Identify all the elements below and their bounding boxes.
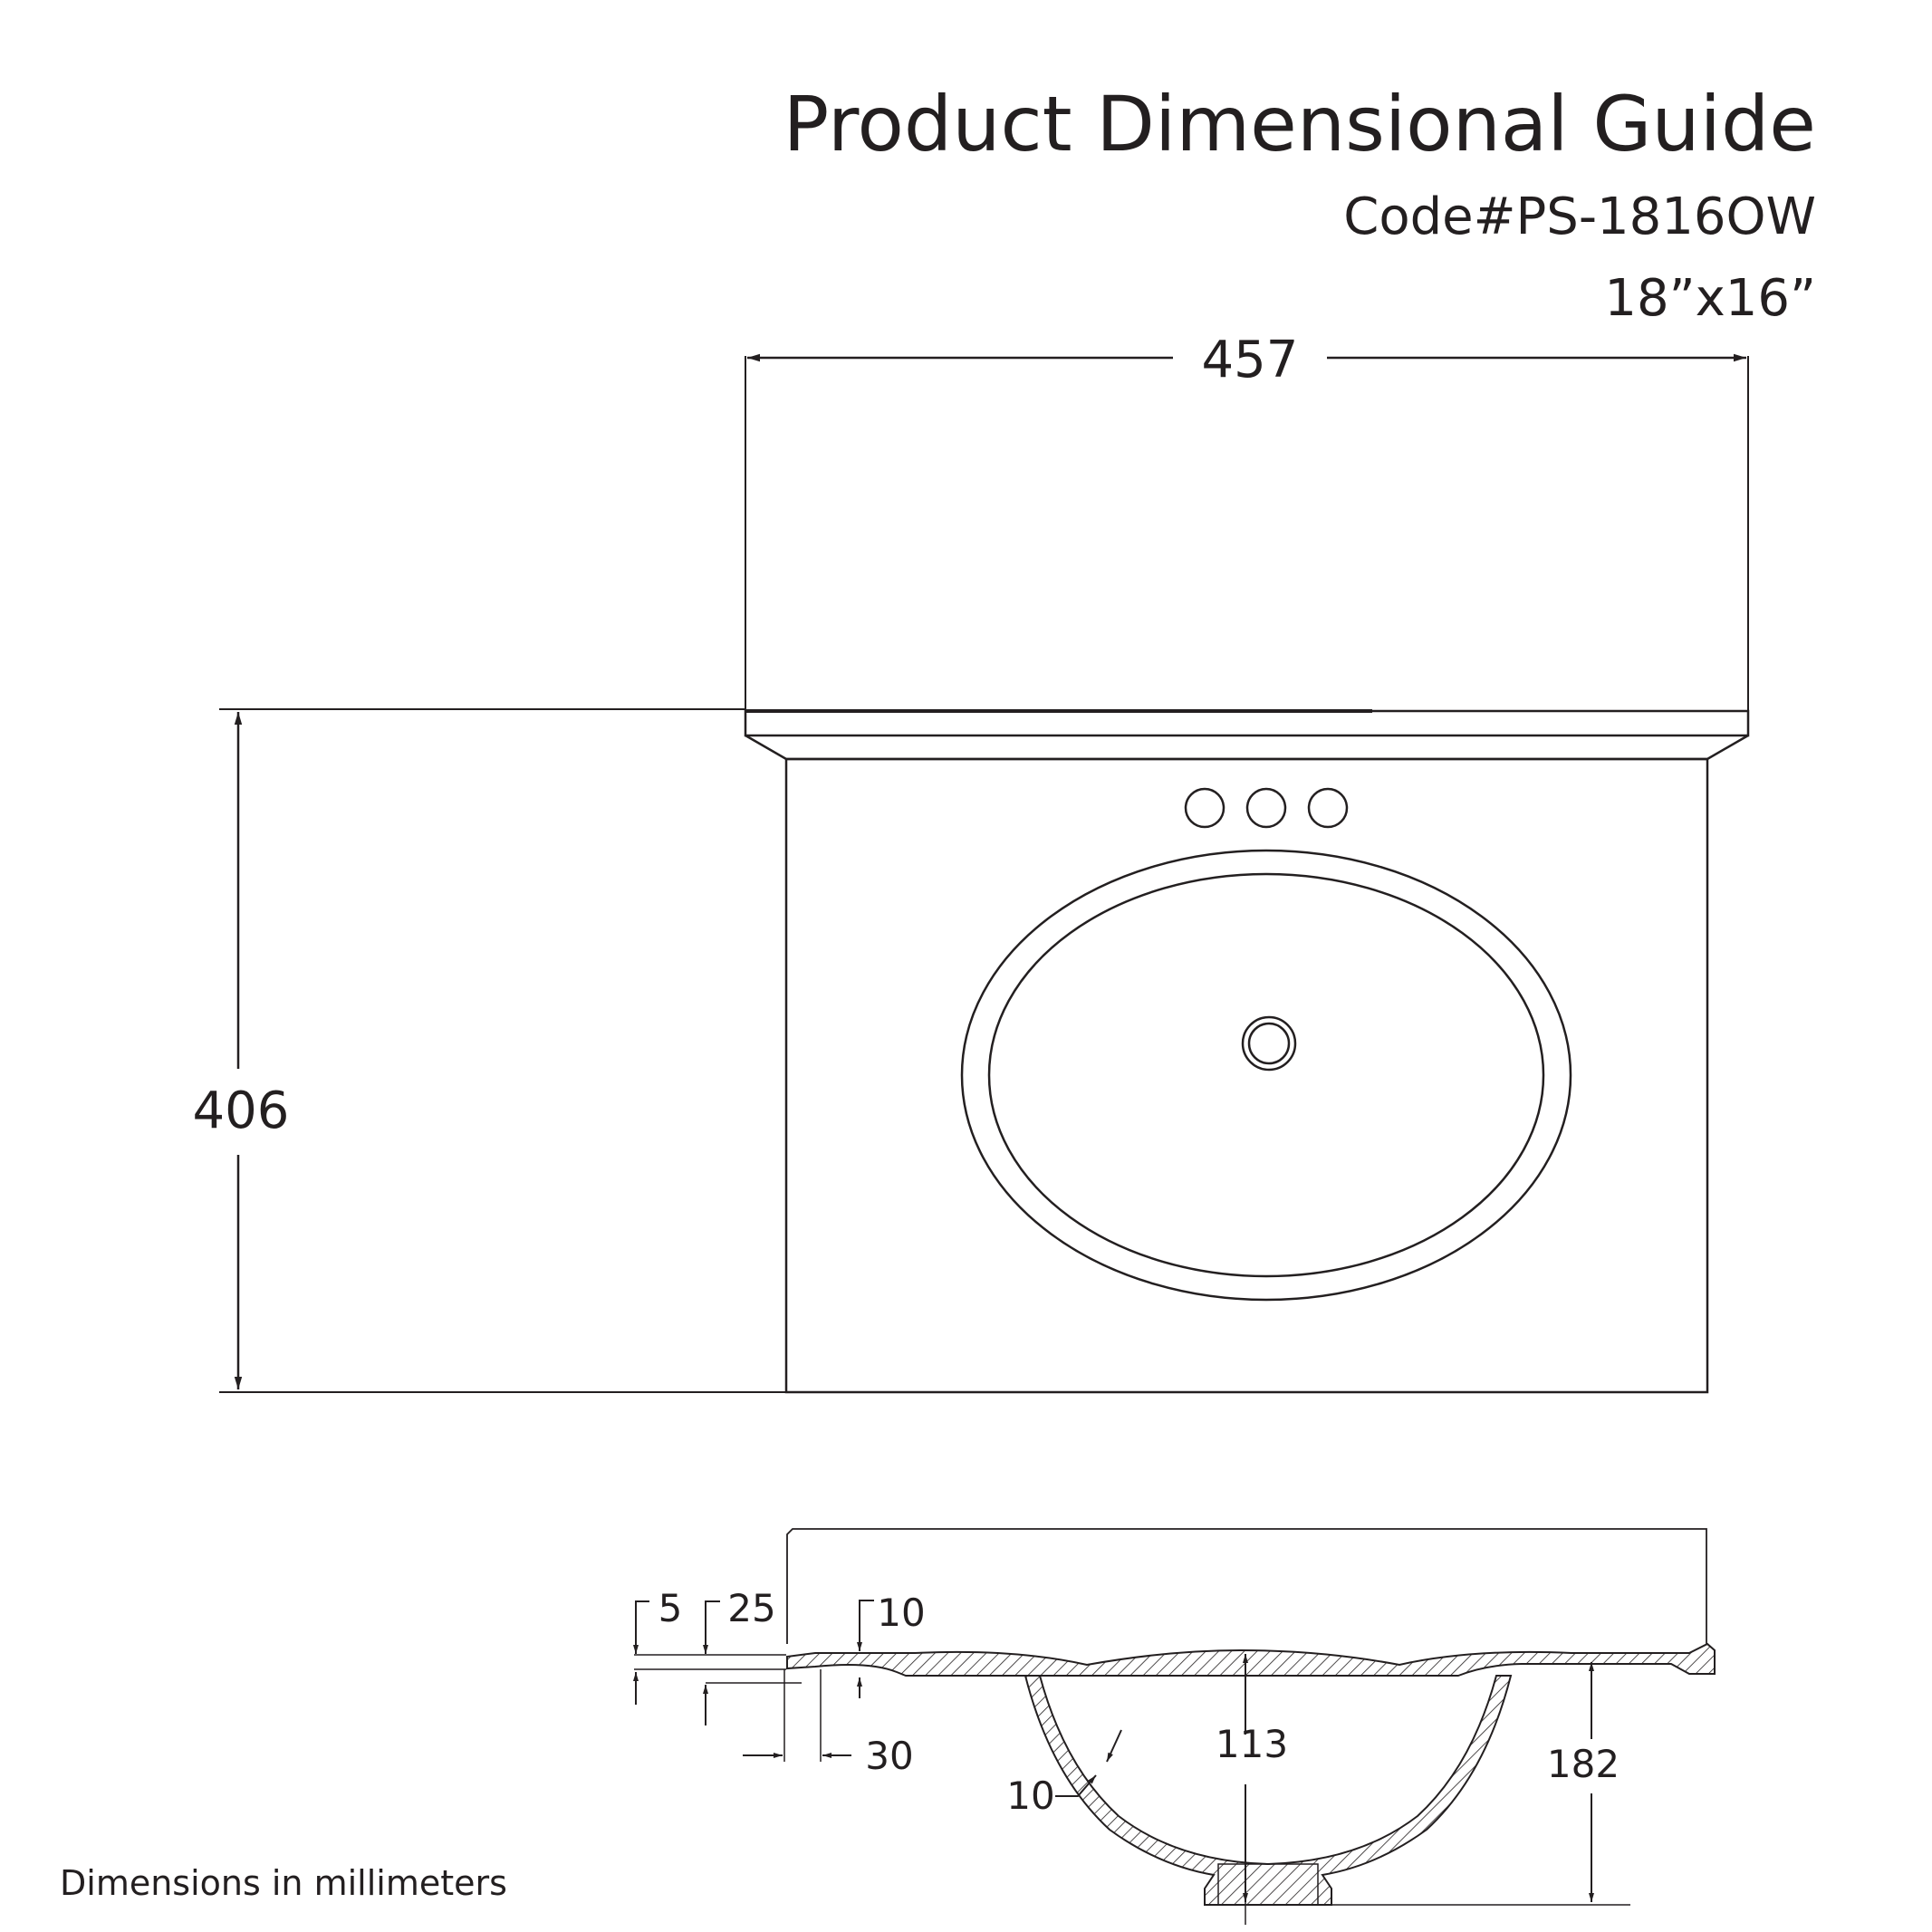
top-view: 457 406 <box>193 331 1750 1394</box>
faucet-hole-left <box>1184 787 1226 829</box>
product-code: Code#PS-1816OW <box>1343 187 1816 246</box>
bowl-wall-label: 10 <box>1006 1773 1054 1818</box>
deck-thickness-label: 25 <box>727 1586 775 1630</box>
bowl-section <box>1024 1675 1513 1906</box>
deck-section <box>786 1642 1716 1677</box>
faucet-hole-center <box>1245 787 1287 829</box>
deck-wall-dimension: 10 <box>857 1591 926 1698</box>
faucet-holes <box>1184 787 1349 829</box>
deck-thickness-dimension: 25 <box>703 1586 802 1725</box>
faucet-hole-right <box>1307 787 1349 829</box>
depth-label: 406 <box>193 1081 290 1140</box>
oval-basin <box>960 849 1572 1302</box>
drain-outer <box>1241 1015 1297 1072</box>
drain-inner <box>1247 1022 1291 1065</box>
width-label: 457 <box>1202 331 1299 389</box>
bowl-depth-label: 113 <box>1216 1722 1288 1766</box>
backsplash-thickness-dimension: 5 <box>633 1586 786 1705</box>
page-title: Product Dimensional Guide <box>783 80 1816 168</box>
product-size: 18”x16” <box>1604 269 1816 328</box>
backsplash-thickness-label: 5 <box>658 1586 683 1630</box>
depth-dimension: 406 <box>193 708 786 1393</box>
overall-height-dimension: 182 <box>1205 1662 1630 1906</box>
bowl-wall-dimension: 10 <box>1006 1729 1122 1818</box>
section-view: 113 182 10 10 5 <box>633 1528 1716 1925</box>
countertop-outline <box>784 757 1709 1394</box>
bowl-depth-dimension: 113 <box>1216 1654 1288 1925</box>
deck-wall-label: 10 <box>877 1591 925 1635</box>
width-dimension: 457 <box>745 331 1749 711</box>
edge-depth-label: 30 <box>865 1734 913 1778</box>
backsplash <box>744 709 1750 761</box>
units-note: Dimensions in millimeters <box>60 1863 507 1903</box>
edge-depth-dimension: 30 <box>743 1669 914 1778</box>
overall-height-label: 182 <box>1547 1742 1620 1786</box>
